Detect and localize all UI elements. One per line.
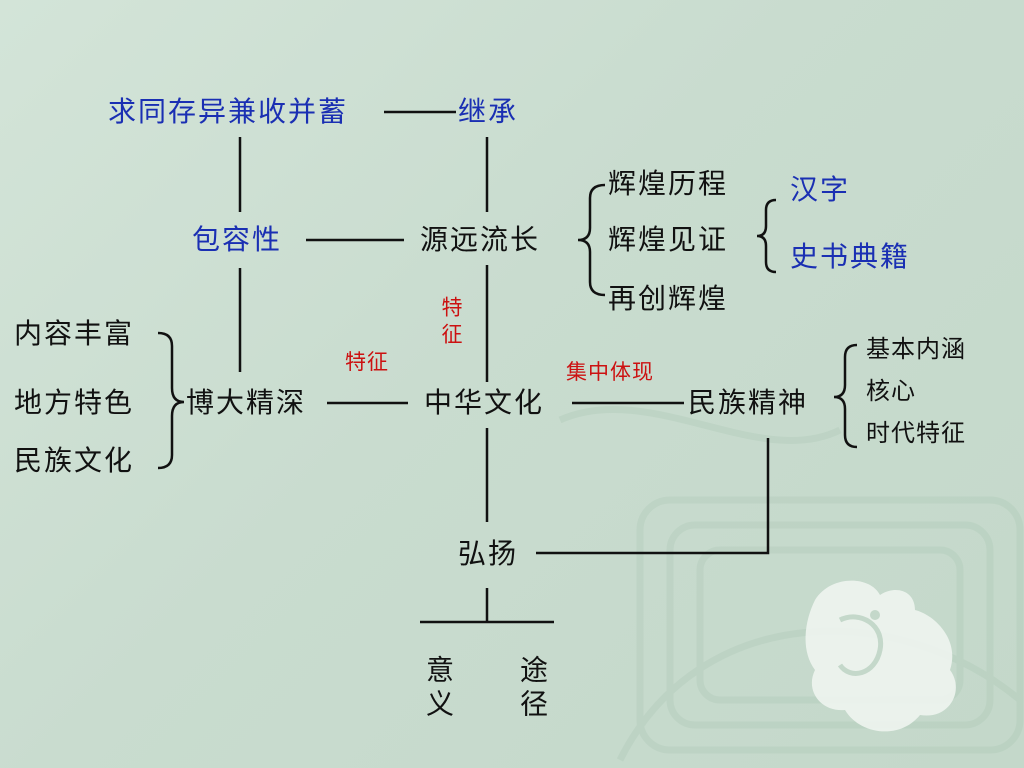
line-minzu-hongyang [536, 438, 770, 555]
node-baorongxing: 包容性 [192, 223, 283, 256]
label-tezheng-vertical: 特征 [439, 296, 463, 350]
node-neirong: 内容丰富 [14, 317, 135, 350]
node-jiben: 基本内涵 [866, 335, 966, 363]
node-zhonghua: 中华文化 [424, 386, 545, 419]
node-huihuang-licheng: 辉煌历程 [608, 167, 729, 200]
node-yuanyuan: 源远流长 [420, 223, 541, 256]
label-jizhong: 集中体现 [566, 360, 654, 384]
dragon-motif-icon [805, 580, 956, 732]
node-shishu: 史书典籍 [790, 240, 911, 273]
node-tujing: 途径 [516, 655, 549, 723]
node-hanzi: 汉字 [790, 173, 851, 206]
brace-minzu [833, 343, 858, 449]
node-difang: 地方特色 [14, 386, 135, 419]
brace-boda [157, 331, 185, 470]
node-zaichuang: 再创辉煌 [608, 282, 729, 315]
brace-yuanyuan [577, 183, 606, 297]
label-tezheng-left: 特征 [345, 350, 389, 374]
node-shidai: 时代特征 [866, 419, 966, 447]
node-yiyi: 意义 [422, 655, 455, 723]
node-huihuang-jianzheng: 辉煌见证 [608, 223, 729, 256]
node-hexin: 核心 [866, 377, 916, 405]
brace-huihuang [756, 198, 777, 274]
node-minzu-jingshen: 民族精神 [688, 386, 809, 419]
node-jicheng: 继承 [458, 95, 519, 128]
node-hongyang: 弘扬 [458, 537, 519, 570]
node-qiutong: 求同存异兼收并蓄 [108, 95, 349, 128]
node-boda: 博大精深 [186, 386, 307, 419]
node-minzu-wenhua: 民族文化 [14, 444, 135, 477]
